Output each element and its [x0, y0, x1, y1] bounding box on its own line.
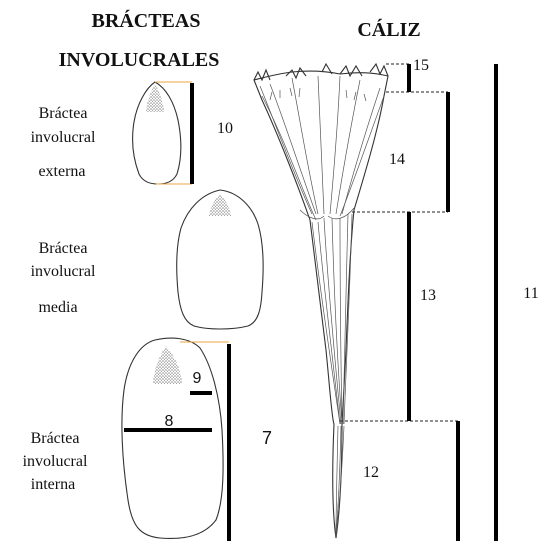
title-calyx: CÁLIZ [357, 18, 420, 41]
label-external-line1: Bráctea [39, 105, 88, 122]
label-internal-line2: involucral [23, 453, 88, 470]
external-bract-drawing [133, 82, 192, 184]
measure-10-label: 10 [217, 120, 233, 137]
label-external-bract: Bráctea involucral externa [31, 105, 96, 180]
label-middle-bract: Bráctea involucral media [31, 240, 96, 316]
internal-bract-drawing [122, 338, 229, 541]
label-middle-line1: Bráctea [39, 240, 88, 257]
label-internal-line3: interna [31, 476, 75, 493]
title-bracts-line2: INVOLUCRALES [59, 49, 220, 71]
title-bracts-line1: BRÁCTEAS [92, 9, 201, 32]
measure-11-label: 11 [523, 285, 538, 302]
label-middle-line3: media [38, 299, 77, 316]
label-middle-line2: involucral [31, 263, 96, 280]
label-external-line3: externa [38, 163, 85, 180]
label-internal-bract: Bráctea involucral interna [23, 430, 88, 493]
measure-14-label: 14 [389, 151, 405, 168]
measure-13-label: 13 [420, 287, 436, 304]
measure-9-label: 9 [193, 370, 202, 387]
measure-8-label: 8 [165, 413, 174, 430]
middle-bract-drawing [177, 190, 263, 329]
label-internal-line1: Bráctea [31, 430, 80, 447]
measure-7-label: 7 [262, 428, 272, 448]
measure-15-label: 15 [413, 57, 429, 74]
measure-12-label: 12 [363, 464, 379, 481]
label-external-line2: involucral [31, 129, 96, 146]
